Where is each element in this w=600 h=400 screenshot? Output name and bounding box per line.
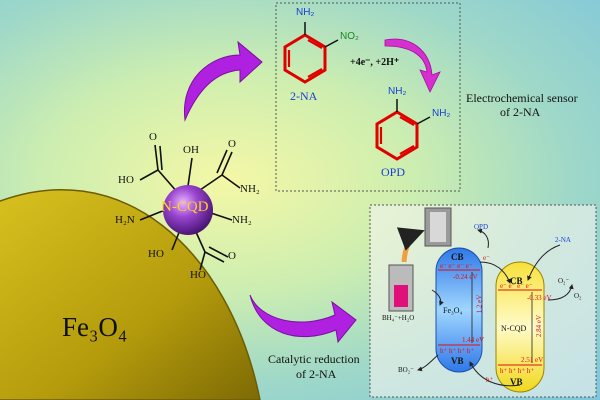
- cqd-nh2-top-right: NH₂: [240, 183, 260, 195]
- 2-na-ring: [283, 33, 327, 84]
- fe-electrons: e⁻ e⁻ e⁻ e⁻: [440, 262, 473, 270]
- fe-gap: 1.2 eV: [475, 294, 484, 314]
- fe3o4-band: [435, 247, 483, 373]
- product-nh2-top: NH₂: [388, 86, 407, 97]
- product-nh2-right: NH₂: [432, 108, 451, 119]
- cqd-name: N-CQD: [501, 324, 527, 333]
- fe-cb-ev: -0.24 eV: [453, 273, 478, 281]
- fe-cb-label: CB: [451, 252, 464, 262]
- cqd-ho-bottom-right: HO: [190, 269, 206, 281]
- reagents: +4e⁻, +2H⁺: [350, 57, 400, 68]
- reduction-arrow: [384, 38, 441, 93]
- fe-name: Fe₃O₄: [443, 306, 463, 315]
- sensor-caption-2: of 2-NA: [500, 105, 541, 119]
- fe3o4-label: Fe₃O₄: [62, 312, 128, 342]
- fe-vb-ev: 1.44 eV: [462, 336, 485, 344]
- reactant-no2: NO₂: [340, 31, 359, 42]
- cqd-electrons: e⁻ e⁻ e⁻ e⁻: [500, 282, 533, 290]
- reactant-name: 2-NA: [290, 89, 318, 103]
- cqd-h2n-left: H₂N: [115, 214, 135, 226]
- opd-small: OPD: [474, 223, 489, 231]
- arrow-to-catalysis: [249, 294, 357, 344]
- cqd-ho-left: HO: [118, 174, 134, 186]
- fe3o4-particle: [0, 188, 261, 400]
- e-single: e⁻: [483, 254, 490, 262]
- n-cqd-label: N-CQD: [161, 199, 209, 215]
- cqd-oh-top: OH: [183, 144, 199, 156]
- n-cqd-sphere: [163, 185, 213, 235]
- catalytic-caption-1: Catalytic reduction: [268, 352, 360, 366]
- cqd-gap: 2.84 eV: [535, 314, 544, 338]
- o2: O₂: [574, 292, 582, 300]
- cqd-o-bottom: O: [228, 250, 236, 262]
- h-single: h⁺: [486, 376, 494, 384]
- cqd-holes: h⁺ h⁺ h⁺ h⁺: [500, 367, 535, 375]
- cqd-cb-label: CB: [510, 276, 523, 286]
- cqd-cb-ev: -0.33 eV: [527, 294, 552, 302]
- catalytic-caption-2: of 2-NA: [296, 367, 337, 381]
- product-name: OPD: [381, 165, 406, 179]
- na-small: 2-NA: [555, 236, 571, 244]
- cqd-o-top-right: O: [228, 138, 236, 150]
- cqd-o-top-left: O: [149, 131, 157, 143]
- bo2-label: BO₂⁻: [398, 366, 414, 374]
- opd-ring: [375, 110, 419, 161]
- cqd-nh2-right: NH₂: [232, 214, 252, 226]
- bh4-label: BH₄⁻+H₂O: [382, 314, 415, 322]
- cqd-ho-bottom: HO: [148, 248, 164, 260]
- reactant-nh2: NH₂: [296, 7, 315, 18]
- cqd-vb-label: VB: [510, 377, 523, 387]
- cqd-vb-ev: 2.51 eV: [521, 356, 544, 364]
- o2-radical: O₂⁻: [558, 277, 570, 285]
- arrow-to-sensor: [183, 40, 263, 122]
- fe-vb-label: VB: [451, 356, 464, 366]
- sensor-caption-1: Electrochemical sensor: [466, 91, 578, 105]
- sensor-box: [275, 2, 461, 192]
- fe-holes: h⁺ h⁺ h⁺ h⁺: [440, 347, 475, 355]
